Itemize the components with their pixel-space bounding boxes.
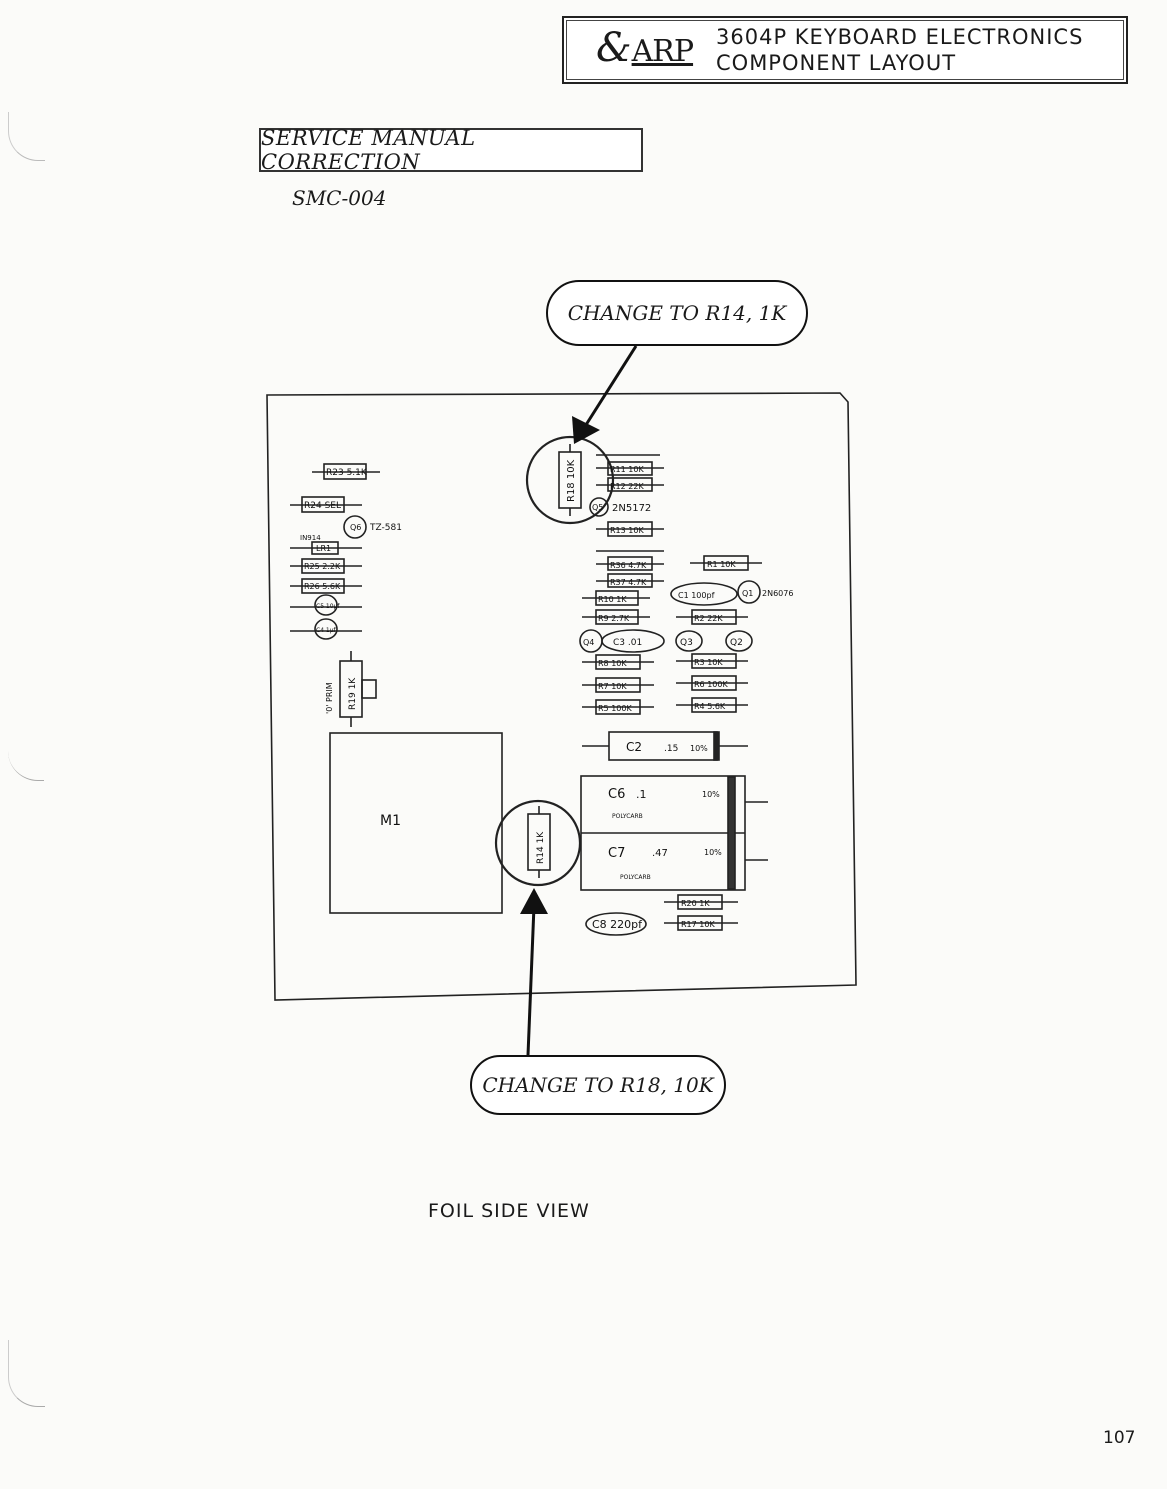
r14-label: R14 1K — [536, 831, 546, 864]
c6-value: .1 — [636, 788, 647, 801]
board-outline — [266, 392, 857, 1001]
tz581-label: TZ-581 — [369, 523, 402, 533]
r14-highlight-circle — [494, 799, 582, 887]
2n5172-label: 2N5172 — [612, 503, 651, 514]
meter-m1-label: M1 — [380, 813, 401, 829]
r1-label: R1 10K — [707, 560, 736, 569]
correction-label: SERVICE MANUAL CORRECTION — [259, 126, 643, 174]
r10-label: R10 1K — [598, 595, 627, 604]
c2-value: .15 — [664, 744, 678, 754]
c7-label: C7 — [608, 846, 625, 861]
c6-tolerance: 10% — [702, 790, 720, 799]
r13-label: R13 10K — [610, 526, 644, 535]
r19-label: R19 1K — [348, 677, 358, 710]
callout-change-r18: CHANGE TO R18, 10K — [470, 1055, 726, 1115]
c6-type: POLYCARB — [612, 813, 643, 820]
r26-label: R26 5.6K — [304, 582, 341, 591]
c7-tolerance: 10% — [704, 848, 722, 857]
q1-label: Q1 — [742, 589, 753, 598]
q5-label: Q5 — [592, 503, 603, 512]
r25-label: R25 2.2K — [304, 562, 341, 571]
correction-number: SMC-004 — [292, 186, 387, 210]
c7-value: .47 — [652, 848, 668, 859]
upper-resistors — [579, 454, 762, 715]
r3-label: R3 10K — [694, 658, 723, 667]
r4-label: R4 5.6K — [694, 702, 726, 711]
r18-label: R18 10K — [566, 459, 577, 502]
r2-label: R2 22K — [694, 614, 723, 623]
q6-label: Q6 — [350, 523, 361, 532]
r36-label: R36 4.7K — [610, 561, 647, 570]
c1-label: C1 100pf — [678, 591, 715, 600]
q2-label: Q2 — [730, 638, 743, 648]
2n6076-label: 2N6076 — [762, 589, 793, 598]
c2-tolerance: 10% — [690, 744, 708, 753]
c5-label: C5 10μf — [316, 603, 340, 610]
q3-label: Q3 — [680, 638, 693, 648]
c4-label: C4 1μf — [316, 627, 337, 634]
c3-label: C3 .01 — [613, 638, 642, 648]
page-number: 107 — [1103, 1428, 1136, 1448]
r8-label: R8 10K — [598, 659, 627, 668]
r24-label: R24 SEL — [304, 501, 341, 511]
view-label: FOIL SIDE VIEW — [428, 1200, 590, 1222]
lower-resistors — [585, 894, 738, 936]
r37-label: R37 4.7K — [610, 578, 647, 587]
r6-label: R6 100K — [694, 680, 728, 689]
callout-change-r14: CHANGE TO R14, 1K — [546, 280, 808, 346]
trim-label: '0' PRIM — [325, 682, 334, 714]
r18-highlight-circle — [525, 435, 615, 525]
r7-label: R7 10K — [598, 682, 627, 691]
r23-label: R23 5.1K — [326, 468, 368, 478]
lr1-label: LR1 — [316, 544, 331, 553]
r9-label: R9 2.7K — [598, 614, 630, 623]
left-resistors — [290, 463, 380, 640]
r11-label: R11 10K — [610, 465, 644, 474]
c6-label: C6 — [608, 787, 625, 802]
r17-label: R17 10K — [681, 920, 715, 929]
r20-label: R20 1K — [681, 899, 710, 908]
meter-m1-outline — [329, 732, 503, 914]
c7-type: POLYCARB — [620, 874, 651, 881]
c8-label: C8 220pf — [592, 918, 643, 931]
r5-label: R5 100K — [598, 704, 632, 713]
c2-label: C2 — [626, 740, 642, 754]
r12-label: R12 22K — [610, 482, 644, 491]
arrows — [520, 345, 638, 1056]
header-box: &ARP 3604P KEYBOARD ELECTRONICS COMPONEN… — [562, 16, 1128, 84]
q4-label: Q4 — [583, 638, 594, 647]
in914-label: IN914 — [300, 534, 321, 542]
